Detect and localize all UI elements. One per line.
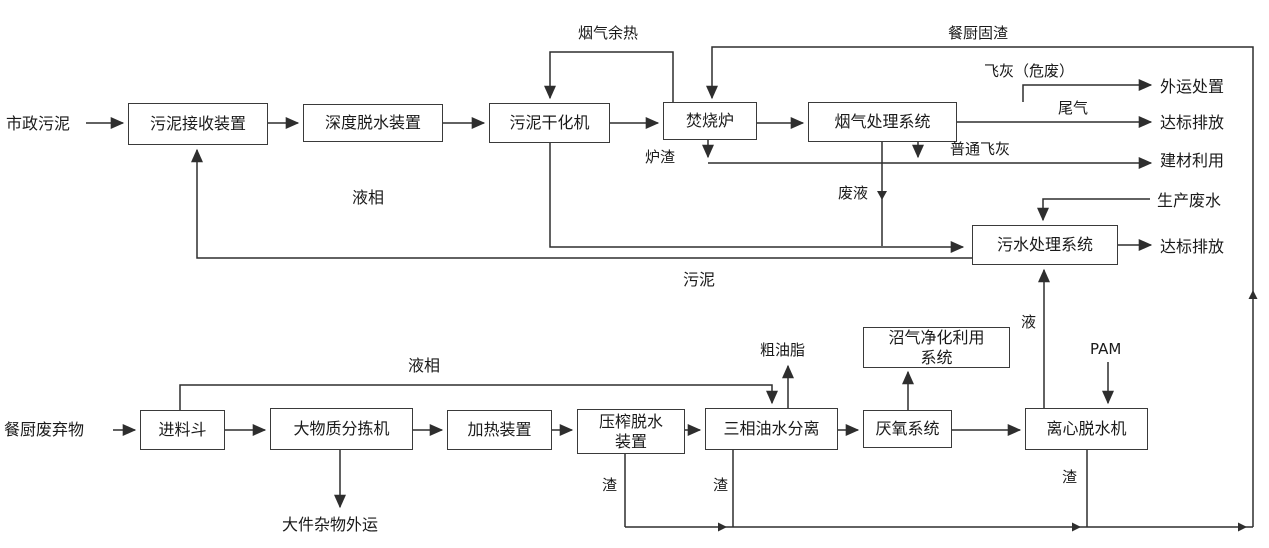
label-crude-grease: 粗油脂 [760, 341, 806, 359]
node-feed-hopper: 进料斗 [140, 410, 225, 450]
label-fly-ash-hazardous: 飞灰（危废） [984, 62, 1075, 80]
label-kitchen-waste: 餐厨废弃物 [4, 420, 85, 439]
arrowhead-waste-liquid-mid [877, 191, 887, 200]
label-residue-centrifuge: 渣 [1062, 468, 1078, 486]
edge-flue-gas-waste-heat [544, 51, 674, 102]
label-waste-liquid: 废液 [838, 184, 869, 202]
node-incinerator: 焚烧炉 [663, 102, 757, 140]
label-bulky-debris-removal: 大件杂物外运 [282, 515, 379, 534]
label-residue-separation: 渣 [713, 476, 729, 494]
label-kitchen-solid-residue: 餐厨固渣 [948, 24, 1009, 42]
node-flue-gas-treatment: 烟气处理系统 [808, 102, 957, 142]
label-liquid: 液 [1021, 313, 1037, 331]
label-liquid-phase-top: 液相 [352, 188, 385, 207]
node-deep-dewatering: 深度脱水装置 [303, 104, 443, 142]
label-standard-discharge-gas: 达标排放 [1160, 113, 1225, 132]
node-sludge-dryer: 污泥干化机 [489, 103, 610, 143]
edge-residue-riser-to-incinerator [706, 46, 1254, 527]
node-three-phase-separation: 三相油水分离 [705, 408, 838, 450]
edge-liquid-phase-bottom [179, 384, 778, 410]
label-furnace-slag: 炉渣 [645, 148, 676, 166]
node-biogas-purification: 沼气净化利用 系统 [863, 327, 1010, 368]
label-pam: PAM [1090, 340, 1122, 358]
label-sludge-return: 污泥 [683, 270, 716, 289]
arrowhead-bottom-line-end [1238, 522, 1247, 532]
edge-production-wastewater [1037, 198, 1150, 222]
node-anaerobic-system: 厌氧系统 [863, 410, 952, 448]
edge-sludge-return [191, 148, 972, 259]
edge-fly-ash-hazardous [1022, 79, 1153, 102]
label-offsite-disposal: 外运处置 [1160, 77, 1225, 96]
label-production-wastewater: 生产废水 [1157, 191, 1222, 210]
node-press-dewatering: 压榨脱水 装置 [577, 409, 685, 454]
edge-liquid-phase-top [549, 143, 965, 253]
node-wastewater-treatment: 污水处理系统 [972, 225, 1118, 265]
label-building-material-use: 建材利用 [1160, 151, 1225, 170]
label-standard-discharge-water: 达标排放 [1160, 237, 1225, 256]
node-heating-device: 加热装置 [447, 410, 552, 450]
label-flue-gas-waste-heat: 烟气余热 [578, 24, 639, 42]
arrowhead-bottom-line-1 [718, 522, 727, 532]
label-liquid-phase-bottom: 液相 [408, 356, 441, 375]
arrowhead-riser-up [1248, 290, 1258, 299]
label-residue-press: 渣 [602, 476, 618, 494]
node-sludge-receiving: 污泥接收装置 [128, 103, 268, 145]
label-ordinary-fly-ash: 普通飞灰 [950, 140, 1011, 158]
node-large-sorter: 大物质分拣机 [270, 408, 413, 450]
arrowhead-bottom-line-2 [1072, 522, 1081, 532]
node-centrifugal-dewatering: 离心脱水机 [1025, 408, 1148, 450]
label-municipal-sludge: 市政污泥 [6, 114, 71, 133]
label-tail-gas: 尾气 [1058, 99, 1089, 117]
